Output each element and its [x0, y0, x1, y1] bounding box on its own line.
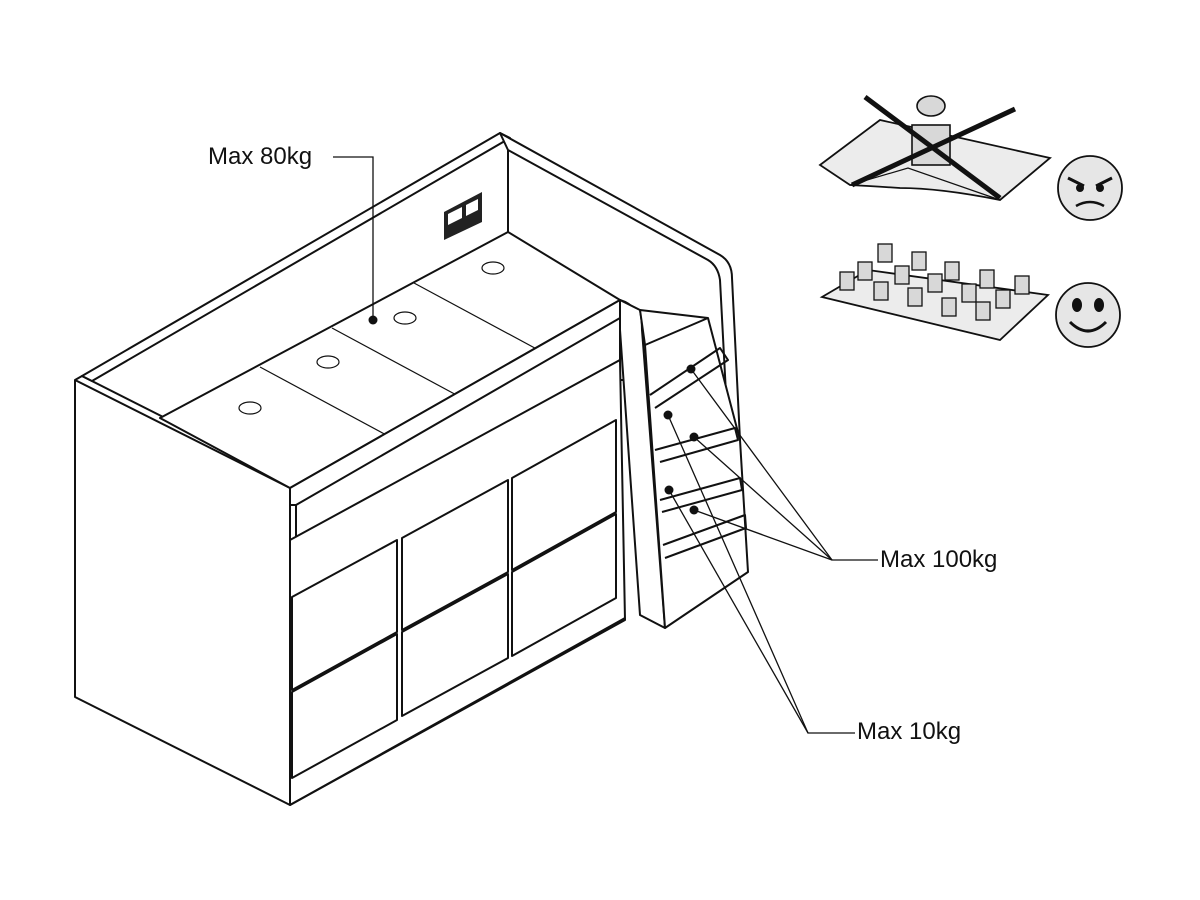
shelf-max-load-label: Max 100kg: [880, 546, 998, 573]
distributed-weights-icon: [819, 243, 1050, 341]
drawers: [291, 419, 617, 779]
smiling-face-icon: [1055, 282, 1121, 348]
bed-load-point: [368, 315, 378, 325]
stair-shelf-unit: [619, 299, 749, 629]
loft-bed: [74, 132, 749, 806]
leader-lines: [333, 156, 878, 734]
single-heavy-weight-crossed-out-icon: [818, 94, 1052, 201]
angry-face-icon: [1057, 155, 1123, 221]
drawer-max-load-label: Max 10kg: [857, 718, 962, 745]
bed-max-load-label: Max 80kg: [208, 143, 313, 170]
warning-label-icon: [444, 192, 482, 240]
